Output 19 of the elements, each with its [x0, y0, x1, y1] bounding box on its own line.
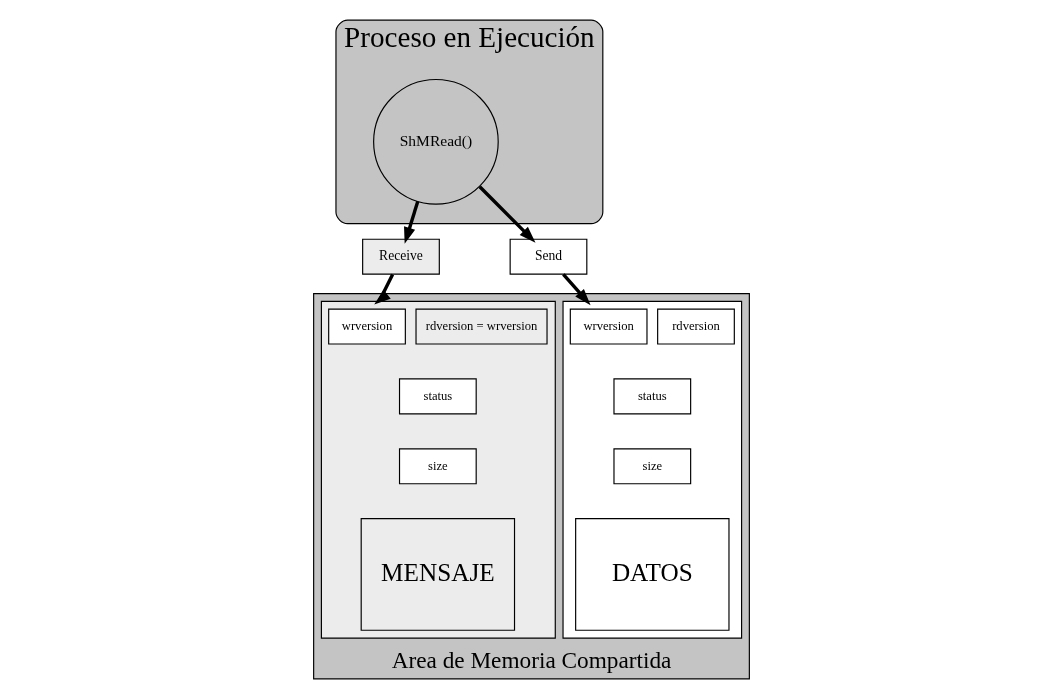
node-box: MENSAJE	[360, 518, 515, 631]
node-box: Receive	[361, 238, 440, 275]
cluster	[561, 300, 742, 639]
node-box: DATOS	[574, 518, 730, 631]
node-box: status	[612, 378, 691, 415]
node-box: rdversion = wrversion	[414, 308, 548, 345]
node-circle: ShMRead()	[372, 78, 499, 205]
node-box: status	[398, 378, 477, 415]
node-box: size	[612, 448, 691, 485]
arrow	[478, 185, 535, 243]
node-box: size	[398, 448, 477, 485]
arrow	[561, 273, 591, 306]
node-box: rdversion	[656, 308, 735, 345]
node-box: wrversion	[327, 308, 406, 345]
arrow	[403, 201, 419, 244]
node-box: wrversion	[569, 308, 648, 345]
node-box: Send	[509, 238, 587, 275]
arrow	[373, 273, 394, 305]
cluster	[320, 300, 556, 639]
